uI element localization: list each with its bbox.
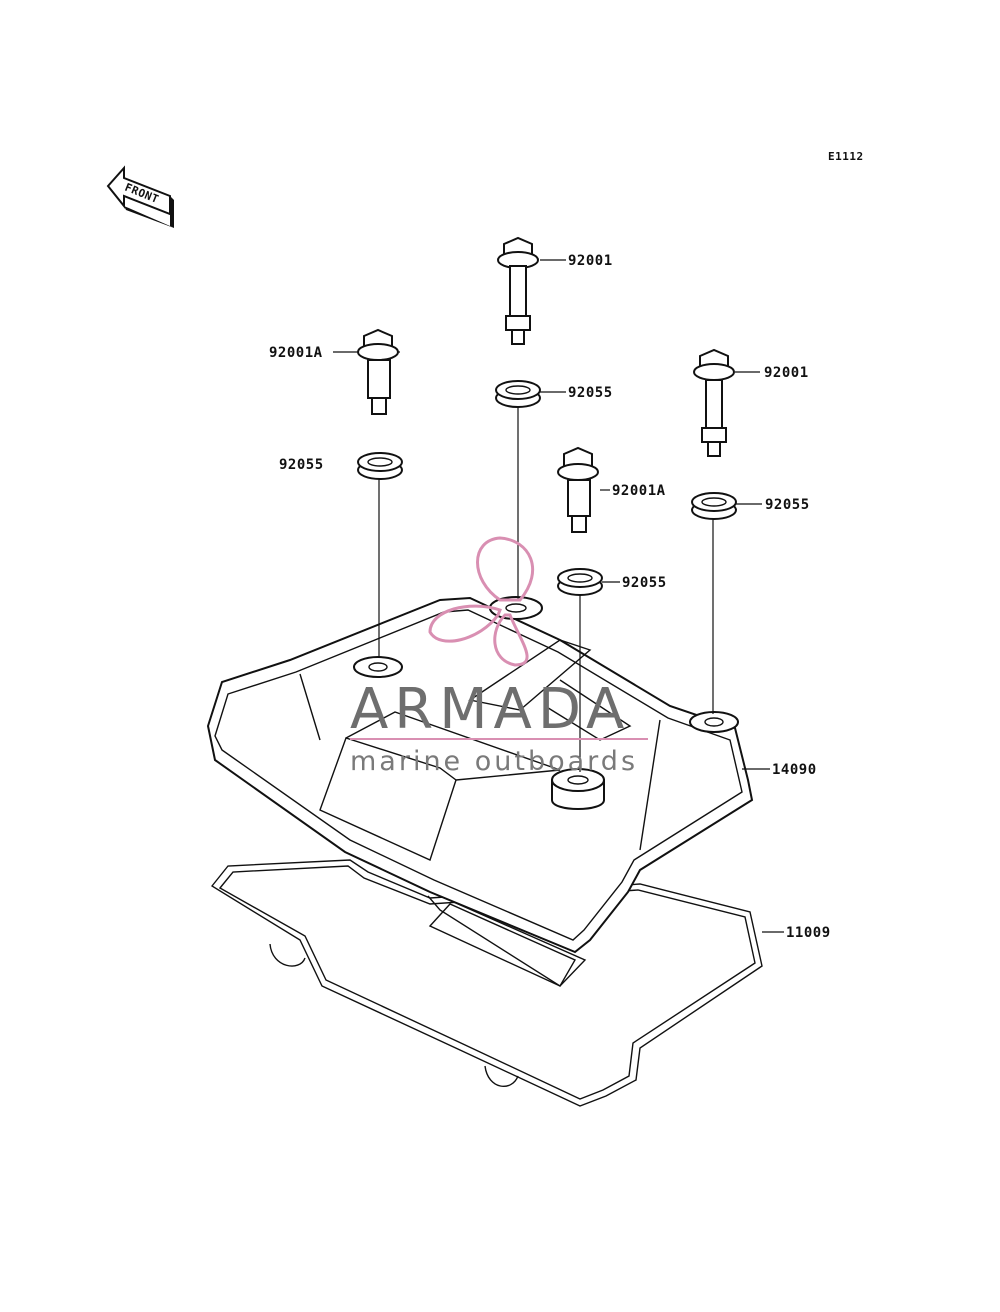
washer-92055-center-top <box>495 380 541 408</box>
propeller-logo-icon <box>428 536 535 667</box>
label-14090: 14090 <box>772 762 817 778</box>
cylinder-head-cover-14090 <box>206 596 754 987</box>
label-92001A-center: 92001A <box>612 483 666 499</box>
bolt-92001A-center <box>557 446 599 533</box>
watermark-subtitle: marine outboards <box>350 746 638 777</box>
bolt-92001-right <box>693 348 735 457</box>
label-92001A-left: 92001A <box>269 345 323 361</box>
washer-92055-right <box>691 492 737 520</box>
label-92001-right: 92001 <box>764 365 809 381</box>
label-92055-center-low: 92055 <box>622 575 667 591</box>
label-92055-center-top: 92055 <box>568 385 613 401</box>
bolt-92001A-left <box>357 328 399 415</box>
washer-92055-center-low <box>557 568 603 596</box>
front-arrow-icon: FRONT <box>106 165 174 228</box>
watermark-title: ARMADA <box>350 677 630 742</box>
label-11009: 11009 <box>786 925 831 941</box>
washer-92055-left <box>357 452 403 480</box>
diagram-code: E1112 <box>828 150 864 163</box>
gasket-11009 <box>210 859 763 1107</box>
label-92055-left: 92055 <box>279 457 324 473</box>
label-92001-center: 92001 <box>568 253 613 269</box>
label-92055-right: 92055 <box>765 497 810 513</box>
armada-watermark: ARMADA marine outboards <box>350 536 648 777</box>
bolt-92001-center <box>497 236 539 345</box>
